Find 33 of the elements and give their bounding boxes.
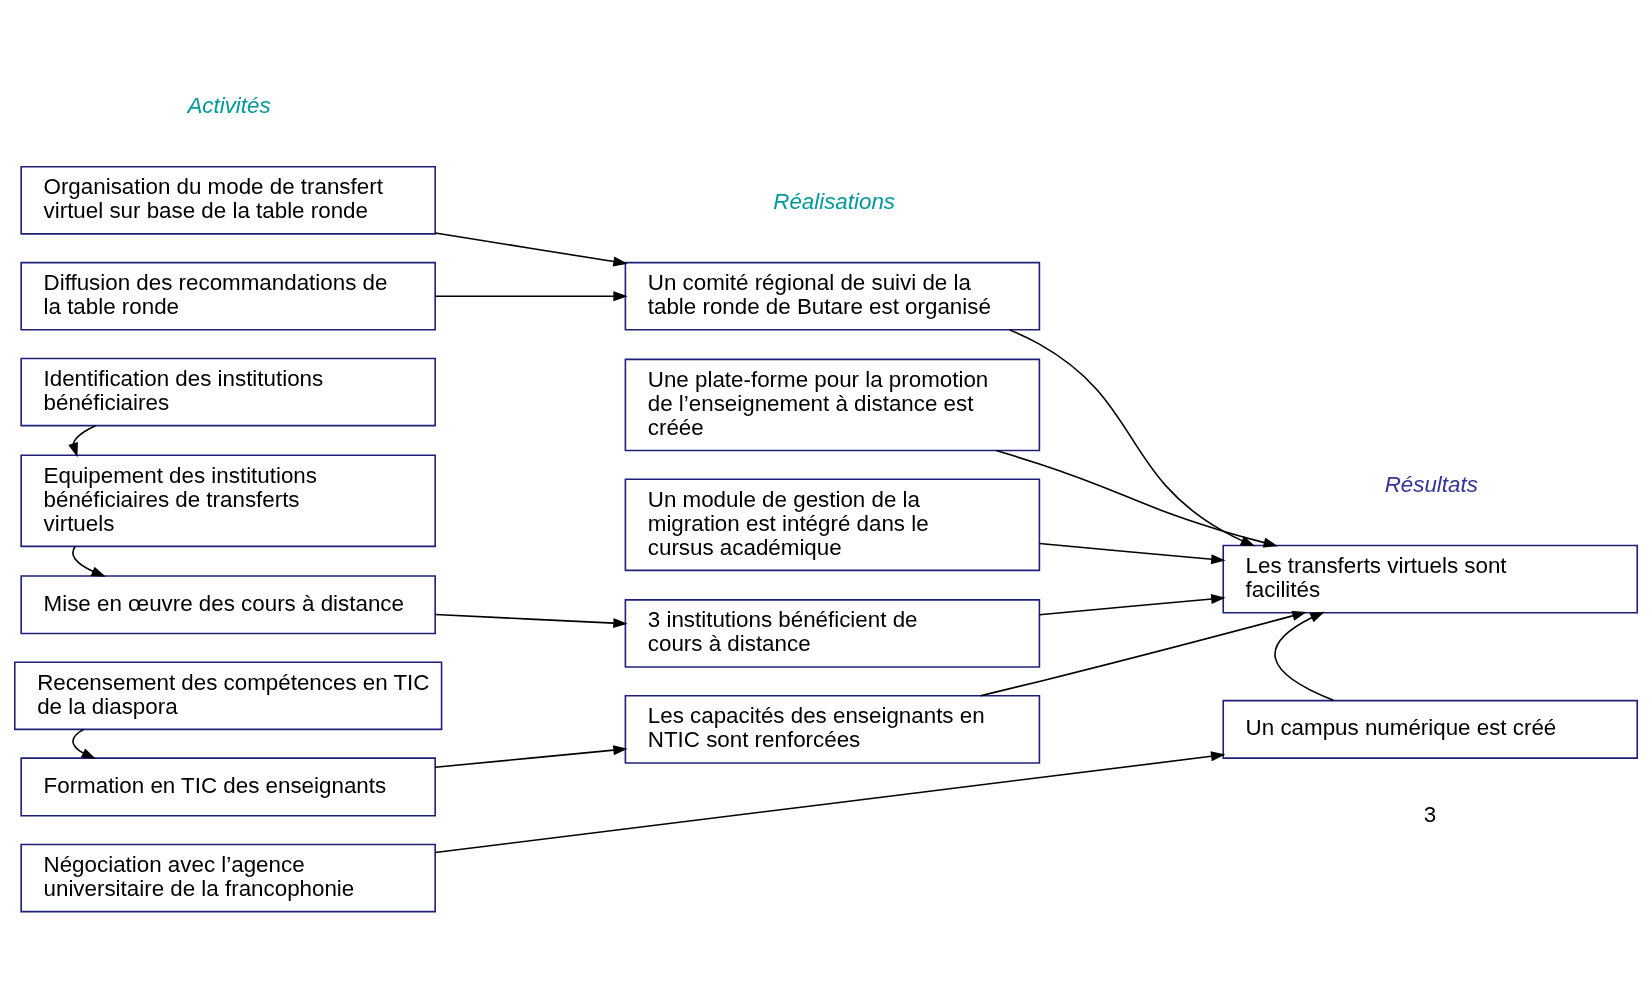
- node-box: Recensement des compétences en TIC de la diaspora: [13, 661, 443, 731]
- label: Résultats: [1384, 472, 1478, 498]
- label: Activités: [187, 93, 271, 119]
- node-box: Diffusion des recommandations de la table ronde: [20, 261, 436, 331]
- node-box: Les transferts virtuels sont facilités: [1222, 544, 1639, 614]
- arrow: [68, 424, 97, 458]
- arrow: [434, 613, 628, 629]
- arrow: [434, 232, 628, 267]
- label: 3: [1423, 801, 1437, 827]
- arrow: [434, 291, 628, 302]
- arrow: [434, 745, 628, 769]
- node-box: Un module de gestion de la migration est intégré dans le cursus académique: [624, 478, 1041, 572]
- node-box: Identification des institutions bénéficiaires: [20, 357, 436, 427]
- arrow: [995, 449, 1278, 548]
- node-box: Equipement des institutions bénéficiaires de transferts virtuels: [20, 454, 436, 548]
- node-box: Un campus numérique est créé: [1222, 699, 1639, 759]
- node-box: Un comité régional de suivi de la table ronde de Butare est organisé: [624, 261, 1041, 331]
- node-box: Négociation avec l’agence universitaire de la francophonie: [20, 843, 436, 913]
- arrow: [1008, 329, 1256, 547]
- arrow: [979, 610, 1307, 697]
- arrow: [434, 751, 1226, 854]
- node-box: 3 institutions bénéficient de cours à distance: [624, 599, 1041, 668]
- node-box: Organisation du mode de transfert virtuel sur base de la table ronde: [20, 165, 436, 235]
- arrow: [72, 545, 106, 577]
- arrow: [1038, 594, 1226, 616]
- arrow: [72, 728, 97, 760]
- arrow: [1274, 611, 1335, 702]
- node-box: Mise en œuvre des cours à distance: [20, 575, 436, 635]
- node-box: Les capacités des enseignants en NTIC sont renforcées: [624, 695, 1041, 764]
- label: Réalisations: [773, 189, 896, 215]
- node-box: Formation en TIC des enseignants: [20, 757, 436, 817]
- node-box: Une plate-forme pour la promotion de l’enseignement à distance est créée: [624, 358, 1041, 452]
- arrow: [1038, 542, 1226, 565]
